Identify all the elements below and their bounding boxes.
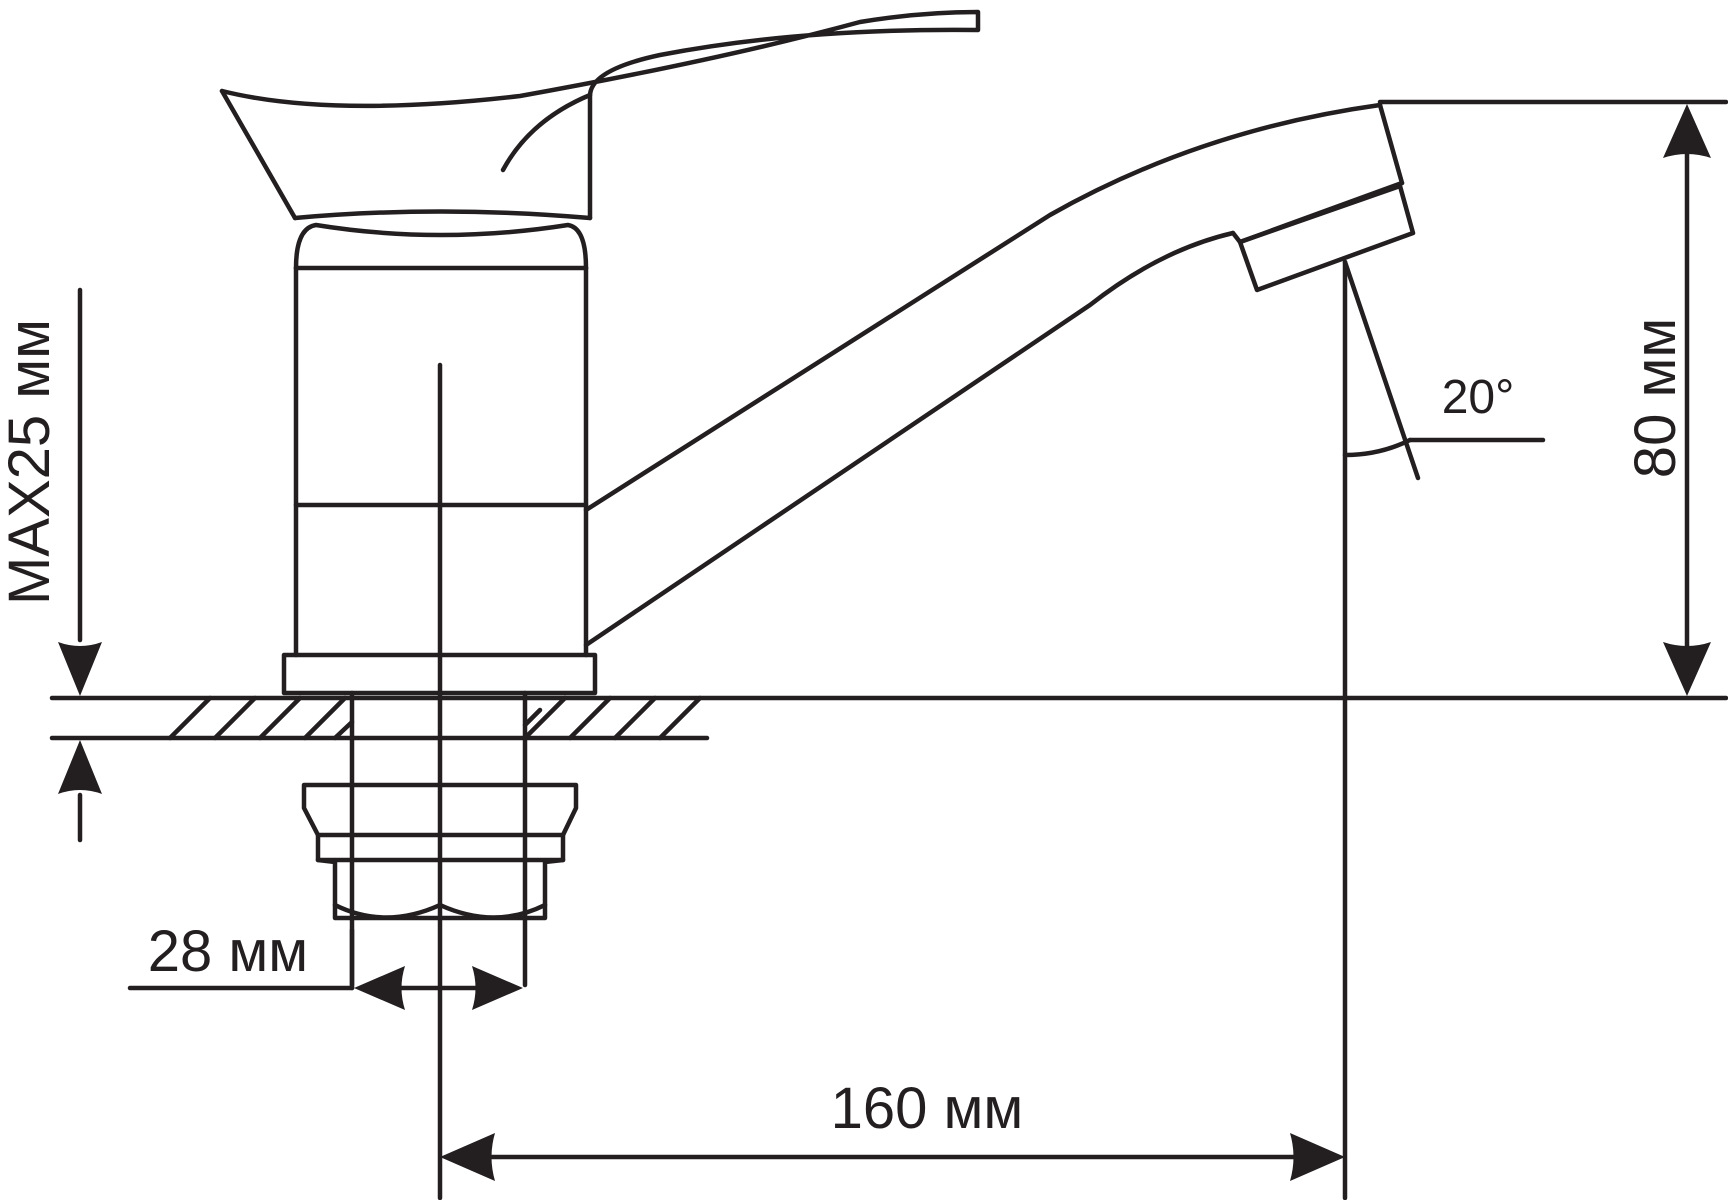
dim-spout-angle: 20° — [1342, 371, 1546, 458]
arrow-bottom — [1663, 642, 1711, 696]
countertop — [49, 695, 1728, 741]
label-thread-diameter: 28 мм — [148, 919, 308, 984]
label-spout-angle: 20° — [1442, 371, 1515, 424]
lever-handle — [219, 9, 981, 221]
arrow-down — [58, 642, 102, 696]
arrow-right — [472, 966, 523, 1010]
spout — [583, 102, 1416, 648]
arrow-right — [1290, 1133, 1345, 1181]
label-spout-height: 80 мм — [1623, 318, 1688, 478]
arrow-left — [440, 1133, 495, 1181]
arrow-left — [354, 966, 405, 1010]
arrow-top — [1663, 104, 1711, 158]
faucet-drawing — [219, 9, 1416, 988]
dim-thread-diameter: 28 мм — [127, 919, 523, 1010]
dim-spout-height: 80 мм — [1377, 99, 1728, 696]
arrow-up — [58, 740, 102, 794]
dim-max-countertop: MAX25 мм — [0, 287, 102, 843]
label-spout-reach: 160 мм — [831, 1076, 1024, 1141]
dim-spout-reach: 160 мм — [440, 1076, 1345, 1181]
label-max-countertop: MAX25 мм — [0, 319, 62, 605]
